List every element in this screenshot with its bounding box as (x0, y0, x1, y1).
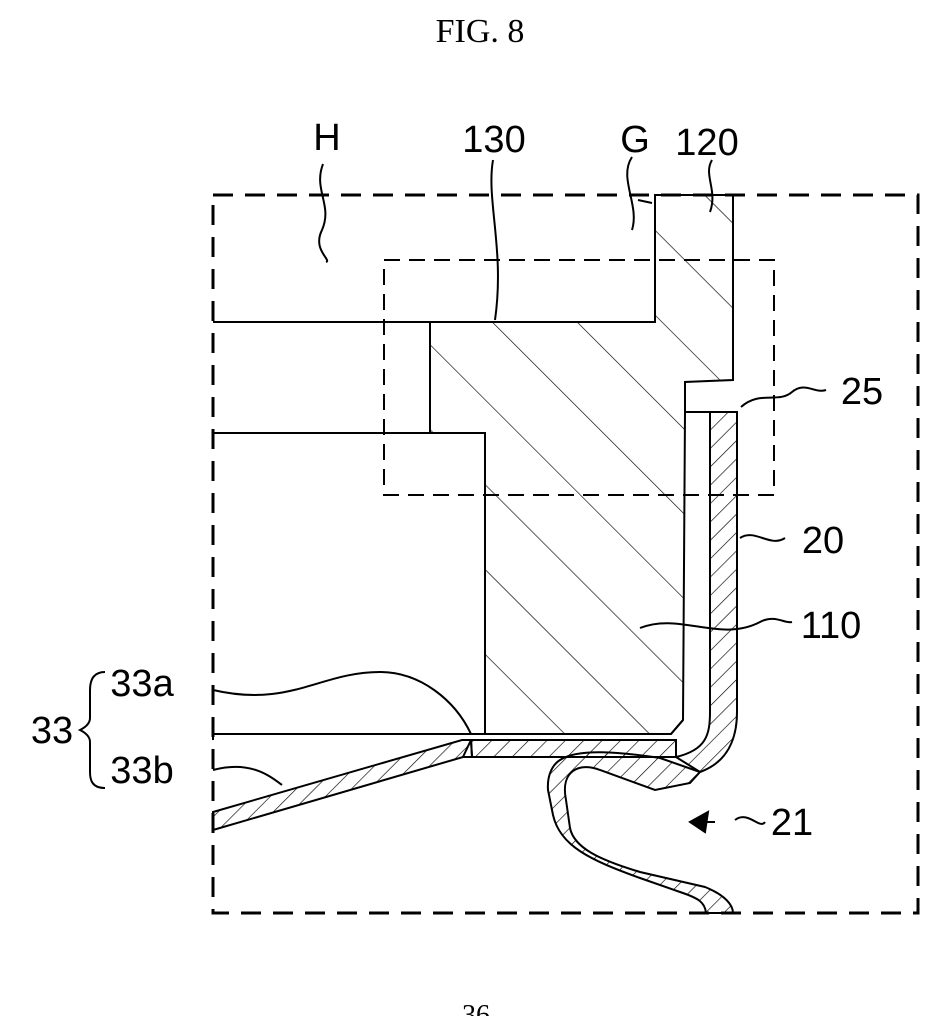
label-33a: 33a (110, 663, 174, 705)
figure-title: FIG. 8 (436, 13, 525, 50)
brace-33 (80, 672, 105, 788)
arrow-21 (690, 812, 715, 832)
label-25: 25 (841, 371, 883, 413)
label-20: 20 (802, 520, 844, 562)
page-number: 36 (462, 1000, 490, 1016)
label-120: 120 (675, 122, 738, 164)
label-110: 110 (801, 605, 862, 647)
label-130: 130 (462, 119, 525, 161)
leader-H (319, 164, 327, 262)
leader-33a (213, 672, 471, 734)
plate-33a (471, 740, 676, 757)
leader-21 (735, 817, 765, 824)
label-H: H (313, 117, 340, 159)
leader-130 (491, 160, 498, 320)
label-G: G (620, 119, 650, 161)
hatched-body-110-120-130 (430, 195, 733, 734)
leader-25 (741, 387, 826, 407)
gap-G-mark (638, 200, 652, 203)
label-33: 33 (31, 710, 73, 752)
label-33b: 33b (110, 750, 173, 792)
leader-20 (740, 535, 785, 541)
leader-33b (213, 767, 282, 785)
housing-H (213, 195, 655, 322)
label-21: 21 (771, 802, 813, 844)
plate-33b (213, 740, 472, 830)
